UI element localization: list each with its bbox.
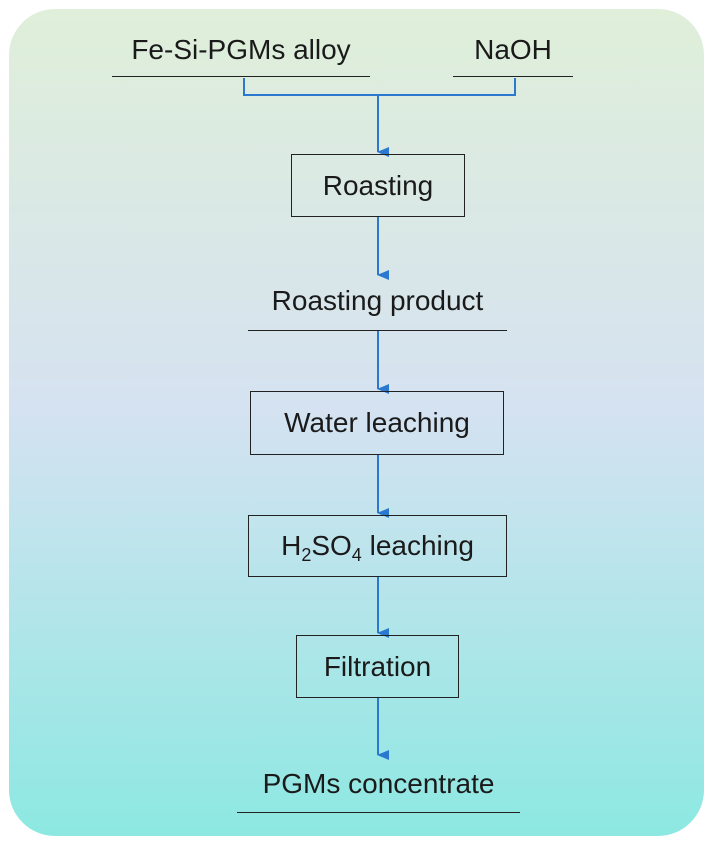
diagram-background (9, 9, 704, 836)
acid-leaching-label: H2SO4 leaching (281, 530, 474, 565)
input-naoh-label: NaOH (474, 34, 552, 65)
input-alloy-underline (112, 76, 370, 77)
roasting-box: Roasting (291, 154, 465, 217)
water-leaching-box: Water leaching (250, 391, 504, 455)
input-merge-bracket (243, 78, 516, 96)
input-alloy-label: Fe-Si-PGMs alloy (131, 34, 351, 65)
roasting-product-label: Roasting product (271, 285, 484, 316)
input-naoh-underline (453, 76, 573, 77)
pgms-concentrate-underline (237, 812, 520, 813)
acid-leaching-box: H2SO4 leaching (248, 515, 507, 577)
roasting-product-underline (248, 330, 507, 331)
pgms-concentrate-label: PGMs concentrate (262, 768, 495, 799)
roasting-label: Roasting (322, 169, 434, 201)
water-leaching-label: Water leaching (284, 407, 470, 438)
filtration-label: Filtration (323, 650, 432, 682)
filtration-box: Filtration (296, 635, 459, 698)
